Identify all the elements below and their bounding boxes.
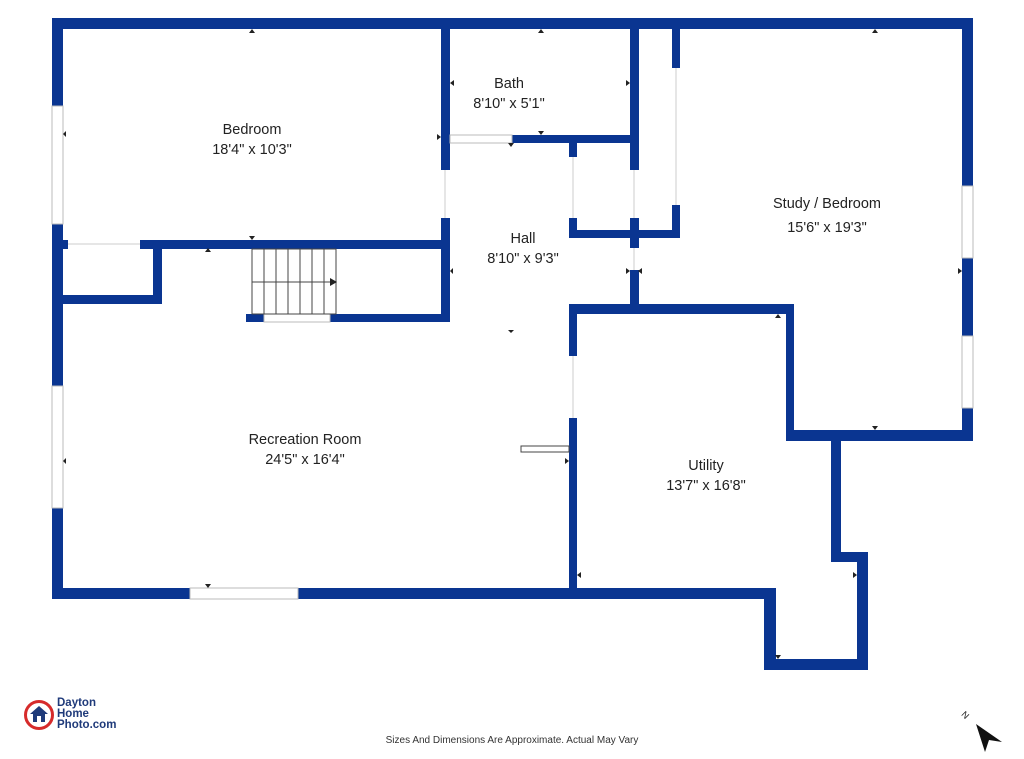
recreation-label: Recreation Room 24'5" x 16'4" xyxy=(249,430,362,470)
hall-label: Hall 8'10" x 9'3" xyxy=(487,229,558,269)
hall-name: Hall xyxy=(510,231,536,247)
hall-dimensions: 8'10" x 9'3" xyxy=(487,251,559,267)
windows xyxy=(51,105,974,600)
counter xyxy=(520,445,570,453)
utility-dimensions: 13'7" x 16'8" xyxy=(666,478,746,494)
study-label: Study / Bedroom 15'6" x 19'3" xyxy=(773,192,881,240)
logo-text: Dayton Home Photo.com xyxy=(57,697,117,731)
bath-name: Bath xyxy=(494,76,524,92)
logo-line-2: Home xyxy=(57,708,89,720)
walls xyxy=(52,18,973,670)
bath-dimensions: 8'10" x 5'1" xyxy=(473,96,545,112)
compass: N xyxy=(959,709,1006,754)
recreation-name: Recreation Room xyxy=(248,432,362,448)
logo-line-1: Dayton xyxy=(57,697,96,709)
bedroom-label: Bedroom 18'4" x 10'3" xyxy=(212,120,292,160)
study-dimensions: 15'6" x 19'3" xyxy=(787,220,867,236)
utility-name: Utility xyxy=(688,458,724,474)
house-icon xyxy=(24,699,54,730)
utility-label: Utility 13'7" x 16'8" xyxy=(666,456,746,496)
bedroom-dimensions: 18'4" x 10'3" xyxy=(212,142,292,158)
bath-label: Bath 8'10" x 5'1" xyxy=(473,74,544,114)
logo-line-3: Photo.com xyxy=(57,719,117,731)
company-logo: Dayton Home Photo.com xyxy=(24,697,117,731)
dimension-markers xyxy=(63,29,962,659)
recreation-dimensions: 24'5" x 16'4" xyxy=(265,452,345,468)
bedroom-name: Bedroom xyxy=(222,122,282,138)
stairs xyxy=(251,248,337,315)
study-name: Study / Bedroom xyxy=(773,196,881,212)
compass-arrow-icon xyxy=(976,724,1002,752)
door-openings xyxy=(68,68,677,418)
disclaimer-text: Sizes And Dimensions Are Approximate. Ac… xyxy=(385,735,639,746)
